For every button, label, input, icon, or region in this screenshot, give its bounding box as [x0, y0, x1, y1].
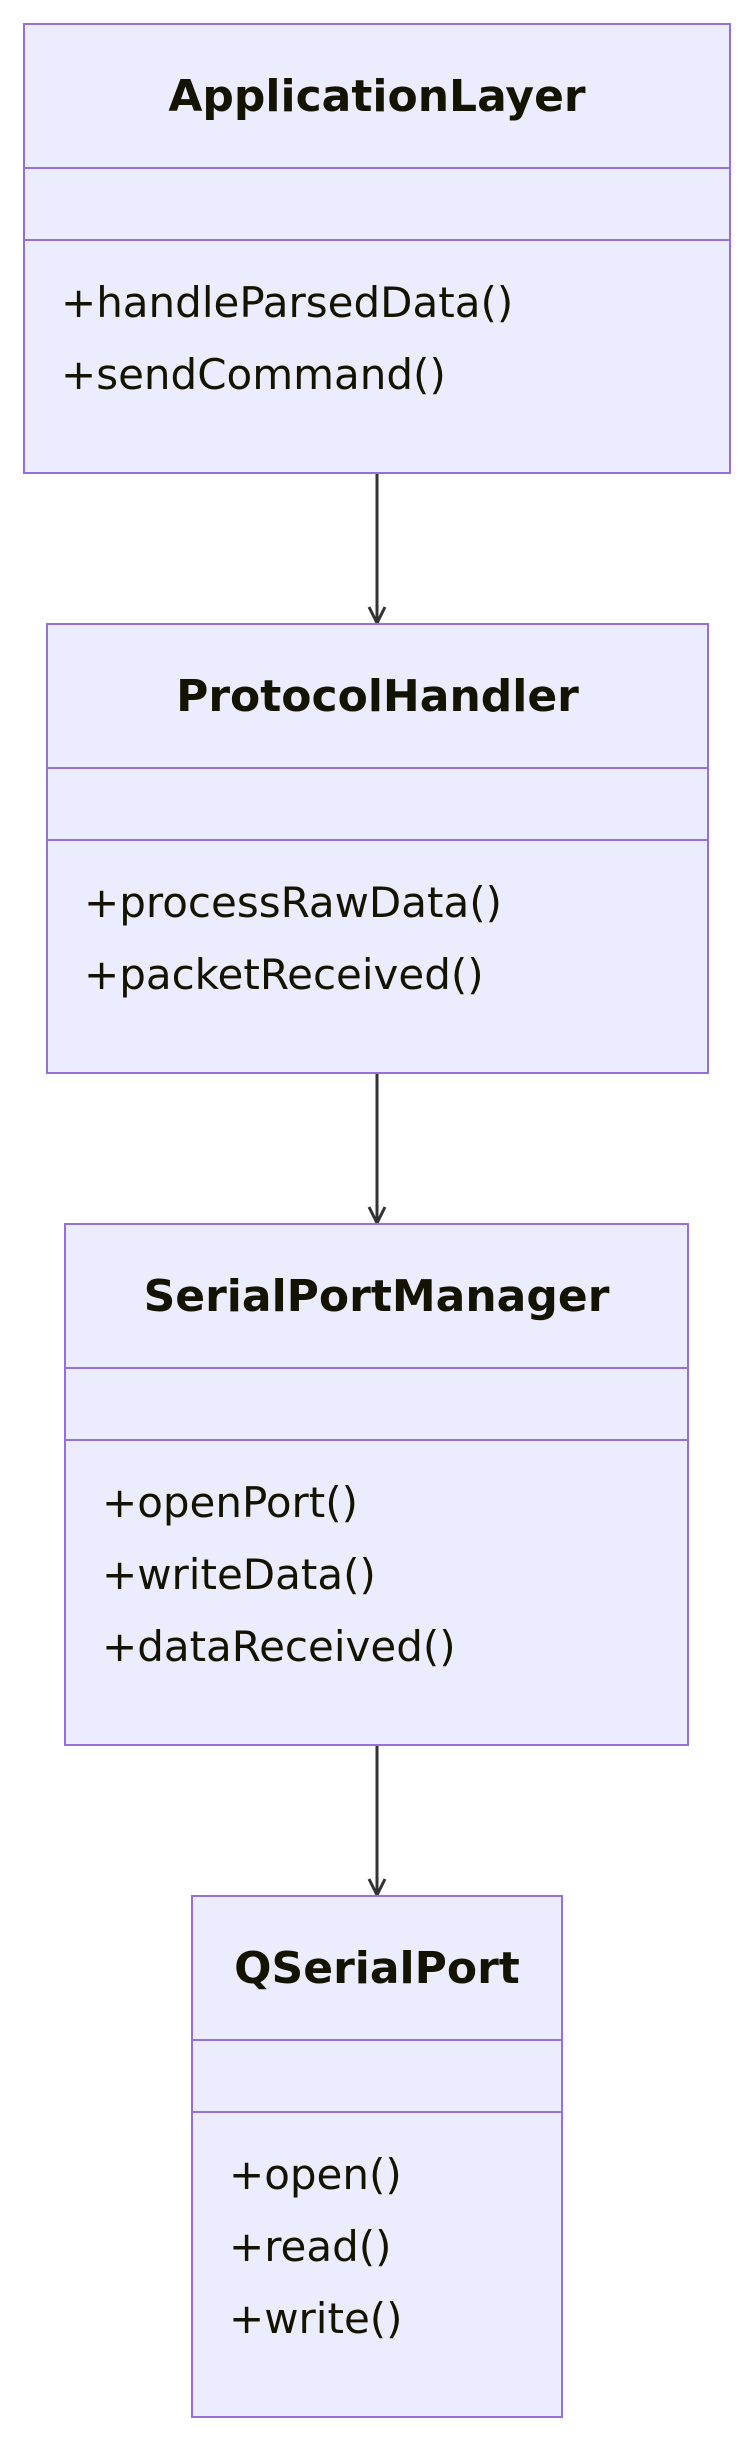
class-application-layer[interactable]: ApplicationLayer +handleParsedData() +se… [23, 23, 731, 474]
class-qserialport[interactable]: QSerialPort +open() +read() +write() [191, 1895, 563, 2418]
class-name: SerialPortManager [66, 1225, 687, 1369]
method: +handleParsedData() [61, 278, 514, 327]
class-name: ProtocolHandler [48, 625, 707, 769]
attributes-section [25, 169, 729, 241]
method: +dataReceived() [102, 1622, 456, 1671]
methods-section: +processRawData() +packetReceived() [48, 841, 707, 1072]
method: +packetReceived() [84, 950, 484, 999]
method: +sendCommand() [61, 350, 446, 399]
method: +write() [229, 2294, 403, 2343]
methods-section: +openPort() +writeData() +dataReceived() [66, 1441, 687, 1744]
class-serial-port-manager[interactable]: SerialPortManager +openPort() +writeData… [64, 1223, 689, 1746]
class-protocol-handler[interactable]: ProtocolHandler +processRawData() +packe… [46, 623, 709, 1074]
method: +read() [229, 2222, 392, 2271]
method: +open() [229, 2150, 402, 2199]
attributes-section [193, 2041, 561, 2113]
attributes-section [66, 1369, 687, 1441]
methods-section: +handleParsedData() +sendCommand() [25, 241, 729, 472]
method: +processRawData() [84, 878, 502, 927]
method: +openPort() [102, 1478, 359, 1527]
methods-section: +open() +read() +write() [193, 2113, 561, 2416]
class-name: ApplicationLayer [25, 25, 729, 169]
class-name: QSerialPort [193, 1897, 561, 2041]
method: +writeData() [102, 1550, 376, 1599]
attributes-section [48, 769, 707, 841]
